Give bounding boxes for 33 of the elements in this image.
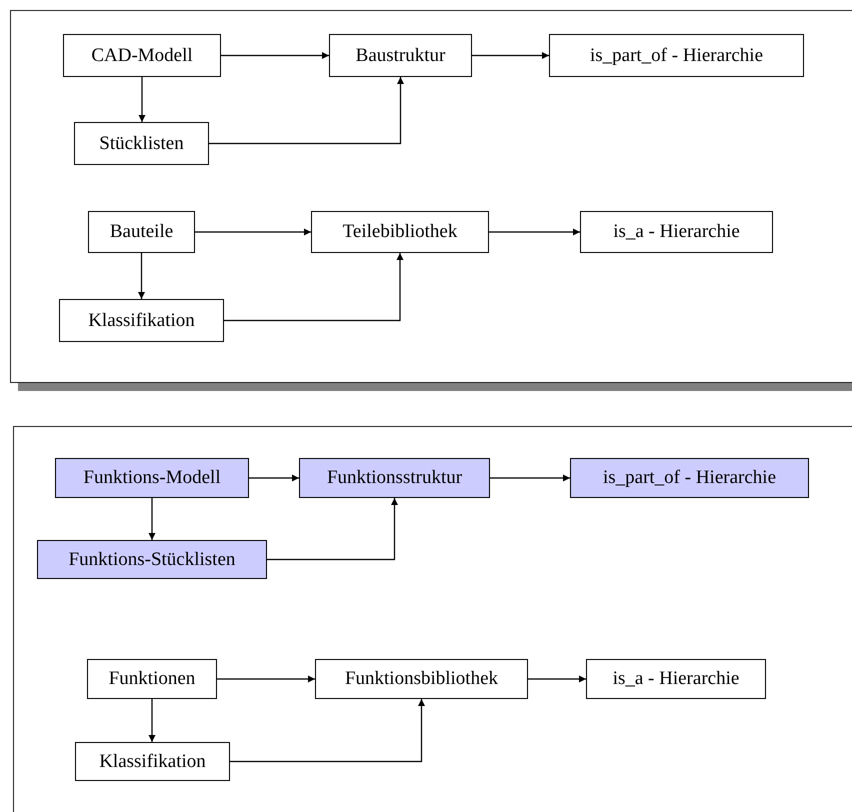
arrow [148, 699, 156, 742]
process-box: Funktions-Modell [55, 458, 249, 498]
panel-frame [13, 426, 852, 812]
process-box: Funktionsstruktur [299, 458, 490, 498]
arrow [489, 228, 580, 236]
arrow [209, 77, 404, 144]
process-box: Bauteile [88, 211, 195, 253]
process-box: Baustruktur [329, 34, 472, 77]
process-box: Teilebibliothek [311, 211, 489, 253]
arrow [221, 52, 329, 59]
arrow [230, 699, 425, 762]
process-box: is_part_of - Hierarchie [570, 458, 809, 498]
arrow [267, 498, 398, 560]
arrow [249, 474, 299, 482]
arrow [217, 676, 315, 682]
process-box: Stücklisten [74, 122, 209, 165]
process-box: is_part_of - Hierarchie [549, 34, 804, 77]
process-box: CAD-Modell [63, 34, 221, 77]
arrow [138, 77, 146, 122]
arrow [138, 253, 145, 299]
process-box: Klassifikation [75, 742, 230, 781]
arrow [224, 253, 404, 322]
arrow [528, 676, 586, 682]
arrow [195, 228, 311, 236]
process-box: is_a - Hierarchie [580, 211, 773, 253]
process-box: Funktionsbibliothek [315, 659, 528, 699]
arrow [472, 52, 549, 59]
process-box: Klassifikation [59, 299, 224, 342]
arrow [490, 474, 570, 482]
arrow [148, 498, 156, 540]
process-box: Funktionen [87, 659, 217, 699]
process-box: Funktions-Stücklisten [37, 540, 267, 579]
process-box: is_a - Hierarchie [586, 659, 766, 699]
